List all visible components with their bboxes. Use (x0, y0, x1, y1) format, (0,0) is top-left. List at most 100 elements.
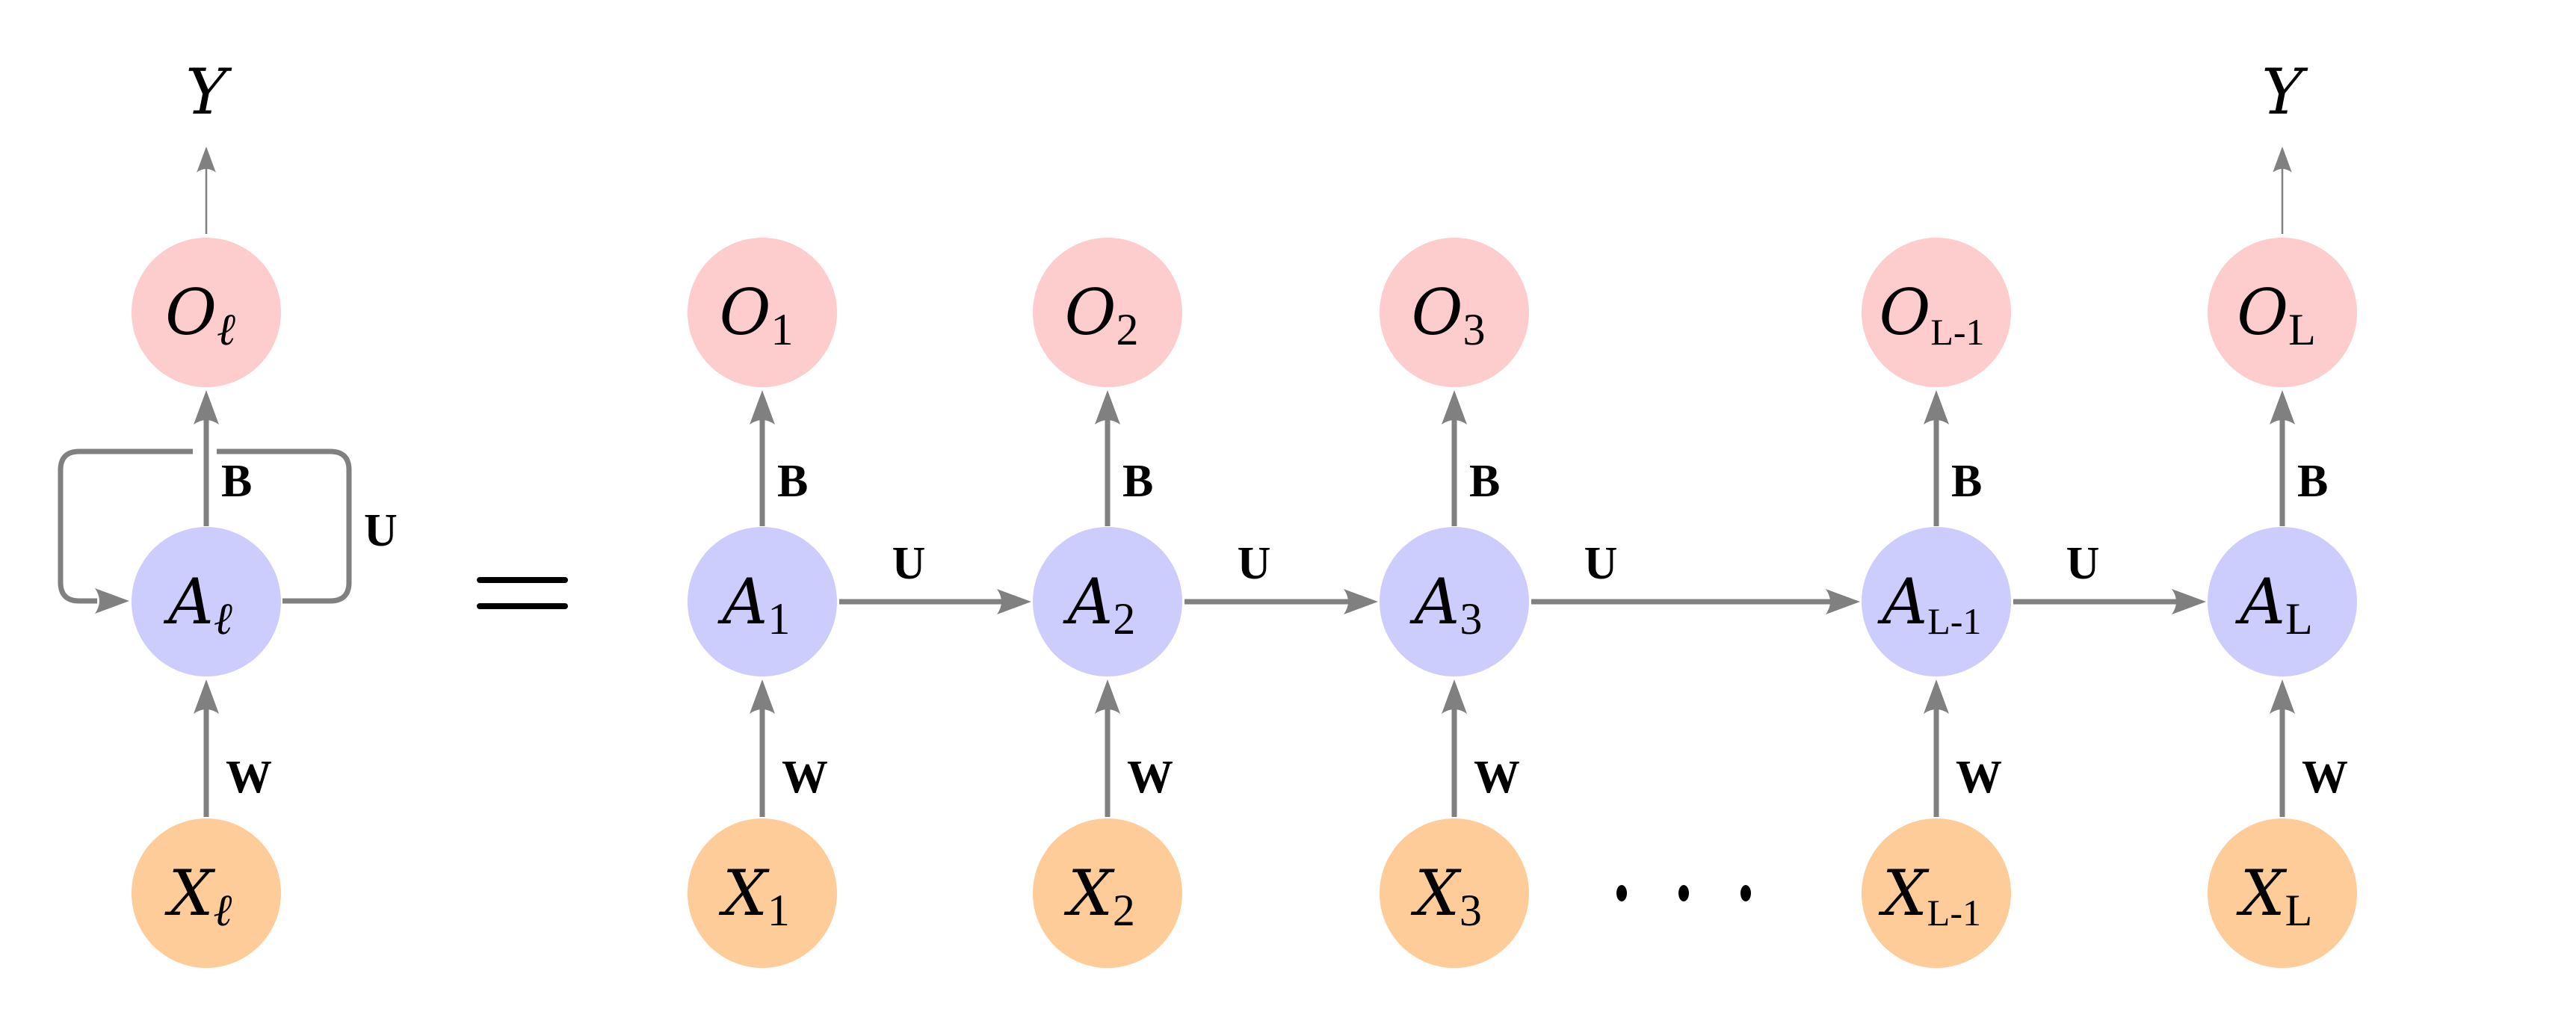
hidden-node-label-sub: 2 (1113, 594, 1135, 644)
input-node-3 (1380, 818, 1529, 968)
output-node-label: O1 (720, 276, 794, 354)
edge-b-arrowhead (1924, 390, 1949, 425)
folded-edge-u-label: U (364, 505, 398, 556)
output-node-label-sub: L-1 (1930, 311, 1984, 353)
output-node-label: O3 (1412, 276, 1486, 354)
output-node-label: O2 (1065, 276, 1139, 354)
output-node-1 (688, 238, 837, 387)
hidden-node-label: AL-1 (1877, 565, 1982, 642)
output-node-label-sub: 3 (1462, 305, 1485, 354)
edge-u-label: U (892, 538, 926, 589)
input-node-label-sub: L-1 (1927, 892, 1981, 934)
folded-output-label: Y (185, 55, 232, 129)
edge-u-arrowhead (2172, 589, 2206, 614)
hidden-node-1 (688, 527, 837, 676)
hidden-node-label: AL (2234, 565, 2312, 644)
folded-edge-w-arrowhead (194, 679, 219, 714)
unrolled-output-label: Y (2261, 55, 2308, 129)
hidden-node-4 (1862, 527, 2011, 676)
input-node-4 (1862, 818, 2011, 968)
input-node-label-sub: 1 (767, 886, 790, 935)
output-node-label-base: O (1065, 276, 1116, 349)
folded-output-node-sub: ℓ (217, 303, 235, 356)
input-node-1 (688, 818, 837, 968)
output-node-label-sub: 1 (770, 305, 793, 354)
hidden-node-label-base: A (2234, 565, 2285, 638)
edge-u-label: U (2066, 538, 2100, 589)
edge-b-arrowhead (2270, 390, 2295, 425)
input-node-label-sub: 2 (1113, 886, 1135, 935)
folded-edge-w-label: W (226, 752, 272, 803)
edge-w-label: W (1474, 752, 1520, 803)
hidden-node-label-base: A (717, 565, 768, 638)
input-node-label: X1 (718, 857, 790, 935)
edge-u-arrowhead (1826, 589, 1860, 614)
folded-hidden-node-sub: ℓ (214, 593, 232, 645)
output-node-label-base: O (2237, 276, 2288, 349)
ellipsis-text: … (0, 0, 1, 1)
output-node-label-base: O (1879, 276, 1930, 349)
folded-hidden-node: Aℓ (132, 527, 281, 676)
edge-b-label: B (1951, 456, 1982, 507)
hidden-node-label: A2 (1063, 565, 1136, 644)
edge-u-arrowhead (1344, 589, 1378, 614)
output-node-4 (1862, 238, 2011, 387)
unrolled-rnn: Y … BWUO1A1X1BWUO2A2X2BWUO3A3X3BWUOL-1AL… (0, 0, 2357, 968)
folded-edge-b-arrowhead (194, 390, 219, 425)
folded-loop-arrowhead (95, 588, 129, 614)
hidden-node-label: A1 (717, 565, 791, 644)
output-node-3 (1380, 238, 1529, 387)
hidden-node-2 (1033, 527, 1182, 676)
input-node-label: XL-1 (1878, 857, 1981, 934)
ellipsis-dot (1678, 885, 1689, 901)
edge-w-arrowhead (1924, 679, 1949, 714)
folded-recurrent-loop (58, 448, 352, 604)
equals-sign: = (477, 577, 568, 609)
output-node-label-sub: L (2288, 305, 2316, 354)
edge-w-label: W (1127, 752, 1173, 803)
hidden-node-label: A3 (1409, 565, 1483, 644)
output-node-label: OL-1 (1879, 276, 1984, 353)
hidden-node-label-base: A (1877, 565, 1928, 638)
unrolled-output-arrowhead (2273, 147, 2292, 173)
edge-w-arrowhead (1095, 679, 1120, 714)
output-node-label-base: O (720, 276, 771, 349)
input-node-label: X3 (1410, 857, 1482, 935)
folded-output-node-label: Oℓ (165, 276, 235, 356)
folded-rnn: Y B U W Oℓ Aℓ (58, 55, 398, 968)
folded-input-node: Xℓ (132, 818, 281, 968)
input-node-label: XL (2236, 857, 2312, 935)
output-node-2 (1033, 238, 1182, 387)
input-node-label: X2 (1063, 857, 1135, 935)
edge-u-label: U (1584, 538, 1618, 589)
edge-b-arrowhead (1095, 390, 1120, 425)
folded-input-node-label: Xℓ (164, 857, 232, 937)
output-node-5 (2208, 238, 2357, 387)
hidden-node-label-sub: L (2285, 594, 2313, 644)
edge-b-label: B (1122, 456, 1153, 507)
folded-output-arrowhead (197, 147, 216, 173)
folded-hidden-node-label: Aℓ (163, 565, 232, 645)
edge-w-arrowhead (1442, 679, 1467, 714)
edge-w-arrowhead (2270, 679, 2295, 714)
edge-u-label: U (1238, 538, 1271, 589)
input-node-label-base: X (1063, 857, 1115, 930)
hidden-node-label-sub: L-1 (1927, 600, 1981, 642)
ellipsis: … (0, 0, 1751, 901)
input-node-2 (1033, 818, 1182, 968)
folded-input-node-base: X (164, 857, 216, 930)
edge-b-label: B (1469, 456, 1500, 507)
folded-input-node-sub: ℓ (213, 884, 232, 937)
edge-w-label: W (782, 752, 828, 803)
hidden-node-label-base: A (1063, 565, 1114, 638)
output-node-label: OL (2237, 276, 2316, 354)
edge-w-label: W (2302, 752, 2348, 803)
folded-hidden-circle (132, 527, 281, 676)
ellipsis-dot (1741, 885, 1751, 901)
input-node-label-base: X (1410, 857, 1462, 930)
input-node-label-sub: 3 (1460, 886, 1482, 935)
hidden-node-label-base: A (1409, 565, 1460, 638)
hidden-node-5 (2208, 527, 2357, 676)
folded-output-node: Oℓ (132, 238, 281, 387)
